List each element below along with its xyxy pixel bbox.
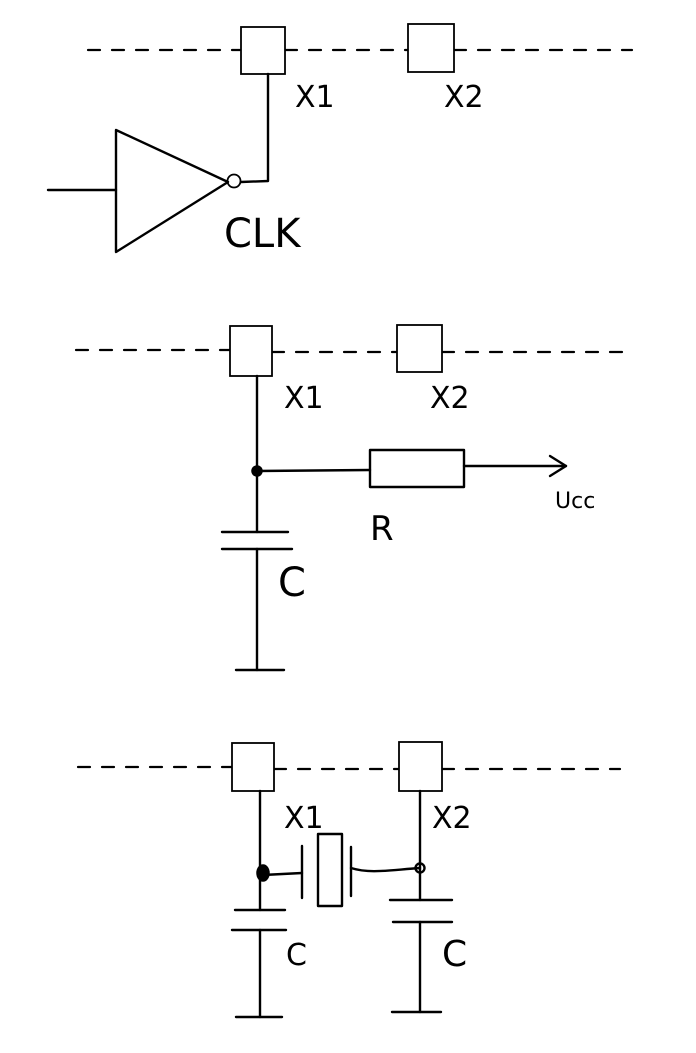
capacitor-label: C [278, 560, 306, 606]
pin-x2-label: X2 [430, 381, 470, 416]
resistor-wire [255, 468, 372, 473]
vcc-arrow-icon [548, 454, 568, 478]
capacitor-1-label: C [286, 938, 307, 973]
crystal-body [316, 832, 344, 908]
crystal-wire-right [349, 866, 422, 873]
junction-dot [256, 864, 270, 882]
clock-label: CLK [224, 211, 302, 257]
crystal-wire-left [261, 871, 304, 877]
pin-x1-label: X1 [284, 801, 324, 836]
resistor-r [368, 448, 466, 489]
pin-x2 [398, 741, 443, 792]
supply-label: Ucc [555, 489, 595, 514]
clock-wire-to-x1 [239, 72, 270, 184]
pin-x2-label: X2 [432, 801, 472, 836]
pin-x1 [231, 742, 275, 792]
pin-x1-label: X1 [284, 381, 324, 416]
pin-x1 [229, 325, 273, 377]
inverter-triangle [114, 128, 230, 254]
junction-dot [414, 862, 426, 874]
panel-rc-oscillator: X1 X2 R Ucc C [74, 324, 624, 672]
pin-x2 [407, 23, 455, 73]
pin-x2-label: X2 [444, 80, 484, 115]
resistor-label: R [370, 509, 394, 549]
pin-x2 [396, 324, 443, 373]
pin-x1-label: X1 [295, 80, 335, 115]
capacitor-2-label: C [442, 934, 467, 975]
inverter-bubble [226, 173, 242, 189]
pin-x1 [240, 26, 286, 75]
panel-crystal-oscillator: X1 X2 C C [76, 741, 622, 1019]
panel-external-clock: X1 X2 CLK [46, 23, 634, 257]
